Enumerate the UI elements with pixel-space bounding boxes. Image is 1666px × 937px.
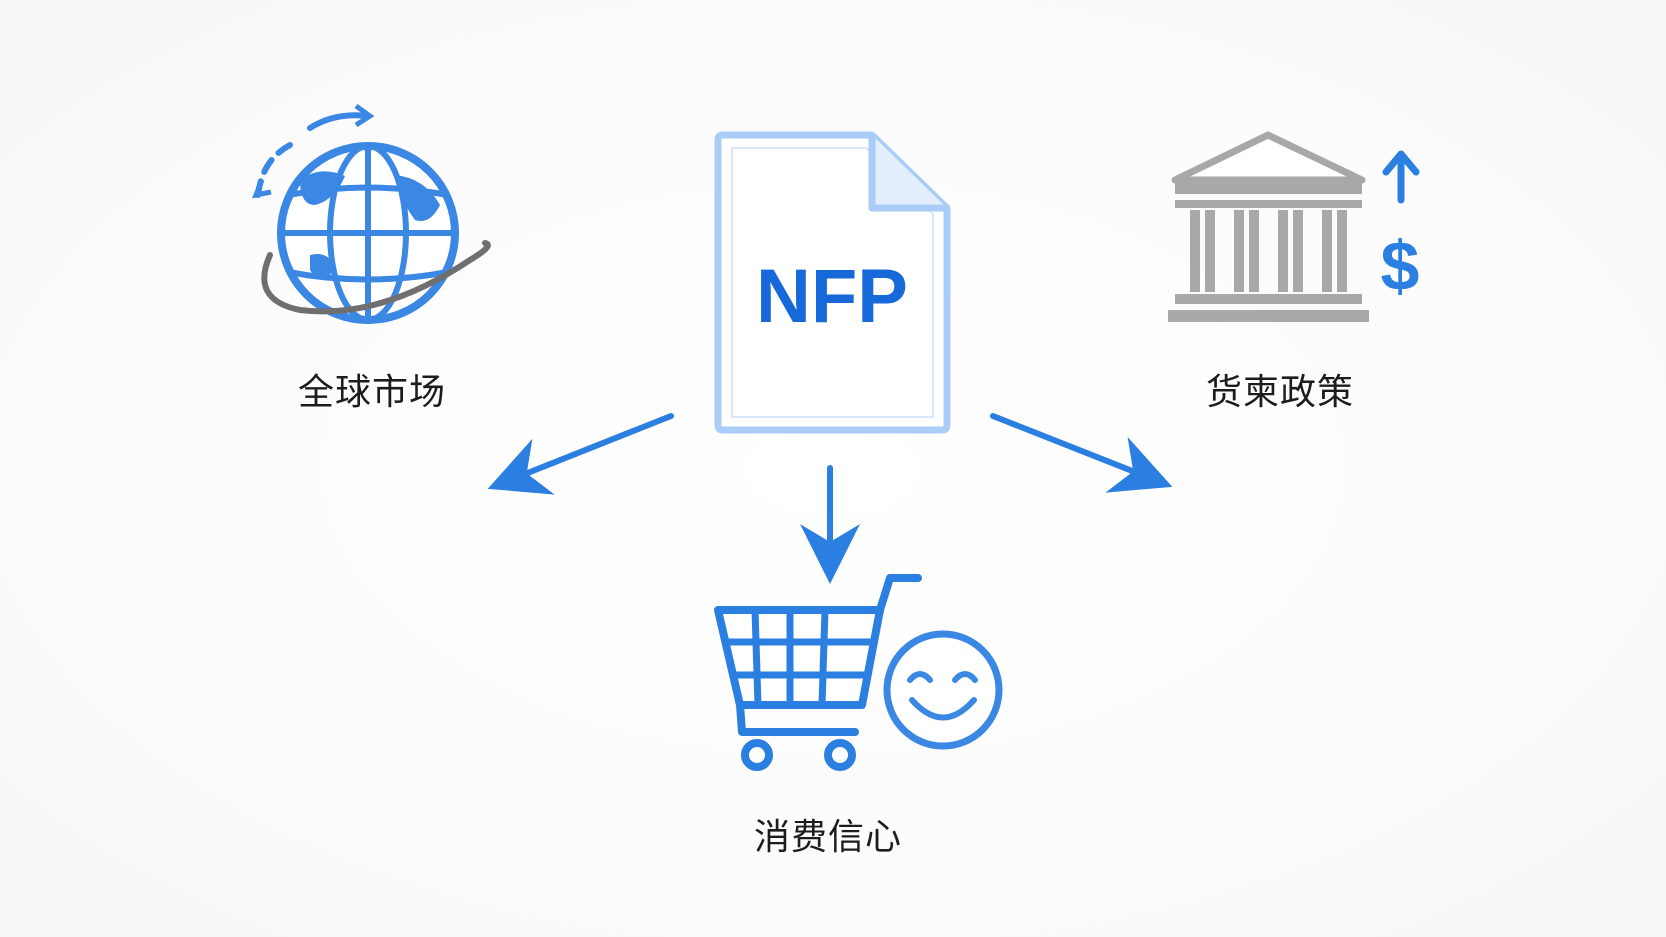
monetary-policy-label: 货柬政策 [1205, 372, 1355, 413]
global-market-label: 全球市场 [297, 372, 447, 413]
arrow-to-global-market [487, 413, 674, 495]
bank-icon [1168, 131, 1369, 322]
shopping-cart-icon [714, 574, 922, 771]
globe-icon [251, 103, 491, 324]
arrow-to-monetary-policy [990, 413, 1173, 493]
rate-up-arrow-icon [1382, 150, 1420, 204]
nfp-text: NFP [756, 254, 908, 339]
consumer-confidence-label: 消费信心 [753, 817, 903, 858]
smiley-face-icon [883, 630, 1003, 750]
dollar-sign-icon: $ [1381, 227, 1420, 305]
nfp-document-icon: NFP [714, 131, 951, 434]
